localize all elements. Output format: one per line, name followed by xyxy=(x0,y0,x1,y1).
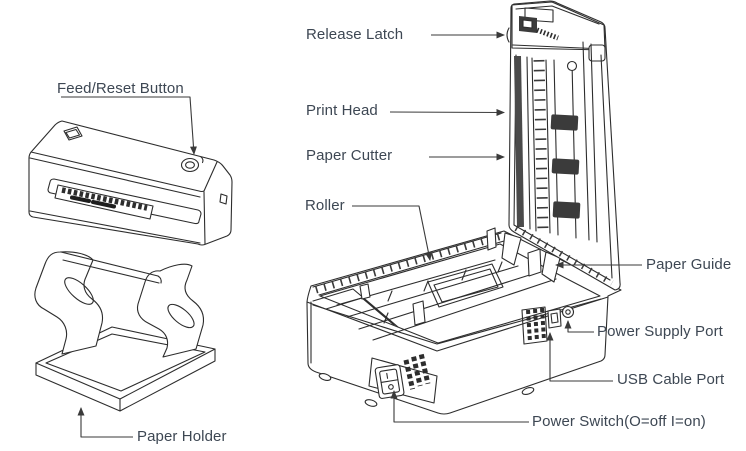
label-usb-cable-port: USB Cable Port xyxy=(617,371,725,388)
roller-area xyxy=(336,259,557,341)
paper-holder-drawing xyxy=(34,251,216,412)
paper-exit-slot xyxy=(47,178,202,225)
paper-cutter-strip xyxy=(531,57,551,234)
paper-guide-tab xyxy=(486,227,561,283)
usb-port xyxy=(547,308,562,329)
leader-feed-reset xyxy=(61,96,197,155)
leader-power-switch xyxy=(390,390,529,423)
leader-print-head xyxy=(389,108,505,116)
top-window xyxy=(63,126,83,141)
head-carriage xyxy=(550,59,581,239)
feed-reset-button xyxy=(180,156,204,173)
power-port xyxy=(561,305,575,319)
open-printer-base-drawing xyxy=(306,227,622,415)
lid-top-cap xyxy=(506,1,606,62)
leader-roller xyxy=(352,205,432,261)
power-switch-rocker xyxy=(374,364,405,399)
open-printer-lid-drawing xyxy=(506,0,621,291)
switch-panel xyxy=(368,353,438,404)
front-left-housing xyxy=(310,283,426,364)
leader-lines xyxy=(61,31,642,438)
label-power-supply-port: Power Supply Port xyxy=(597,323,723,340)
right-side-plate xyxy=(136,263,205,358)
label-paper-holder: Paper Holder xyxy=(137,428,227,445)
label-print-head: Print Head xyxy=(306,102,378,119)
side-connector xyxy=(219,193,228,205)
closed-printer-drawing xyxy=(28,120,233,246)
left-side-plate xyxy=(34,251,104,355)
leader-power-supply-port xyxy=(564,320,594,333)
label-release-latch: Release Latch xyxy=(306,26,404,43)
io-panel xyxy=(521,305,575,345)
brand-text-smudge xyxy=(70,195,116,209)
print-head-strip xyxy=(514,56,524,227)
label-roller: Roller xyxy=(305,197,345,214)
release-latch xyxy=(506,16,559,43)
front-vent-grille xyxy=(403,353,431,390)
leader-paper-holder xyxy=(77,407,133,438)
label-power-switch: Power Switch(O=off I=on) xyxy=(532,413,706,430)
label-feed-reset-button: Feed/Reset Button xyxy=(57,80,184,97)
screw-hole xyxy=(566,60,578,72)
label-paper-cutter: Paper Cutter xyxy=(306,147,393,164)
side-vent-grille xyxy=(521,306,548,345)
leader-usb-cable-port xyxy=(546,332,613,382)
tear-bar xyxy=(312,232,505,296)
feet xyxy=(318,373,535,407)
label-paper-guide: Paper Guide xyxy=(646,256,732,273)
cross-rod xyxy=(60,251,162,284)
